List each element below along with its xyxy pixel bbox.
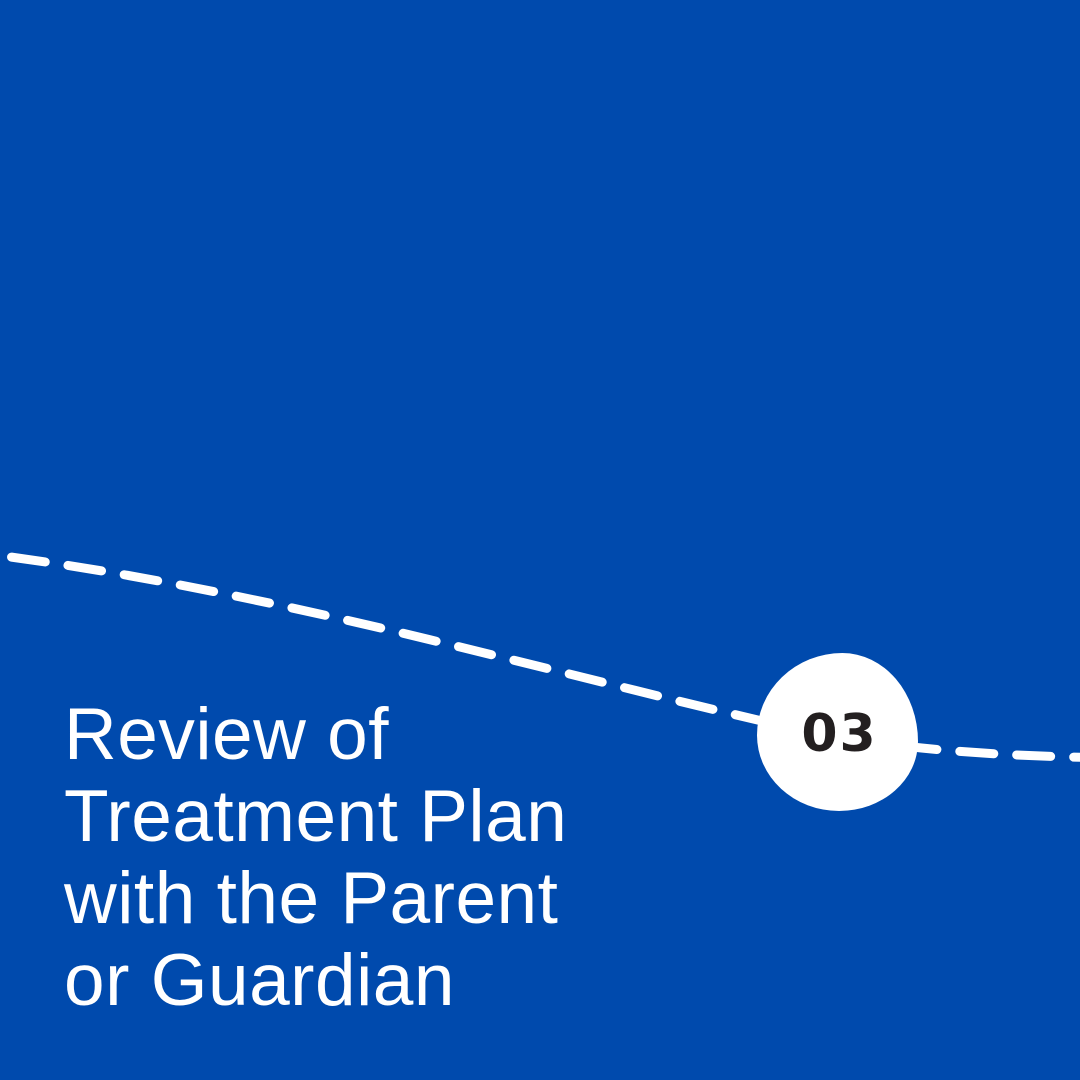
- page-title: Review of Treatment Plan with the Parent…: [64, 694, 567, 1022]
- title-line-2: Treatment Plan: [64, 776, 568, 857]
- title-line-3: with the Parent: [64, 858, 559, 939]
- step-number: 03: [801, 704, 878, 764]
- dashed-path: [0, 551, 1080, 762]
- title-line-1: Review of: [64, 694, 390, 775]
- title-line-4: or Guardian: [64, 940, 455, 1021]
- step-badge-blob: 03: [757, 653, 918, 811]
